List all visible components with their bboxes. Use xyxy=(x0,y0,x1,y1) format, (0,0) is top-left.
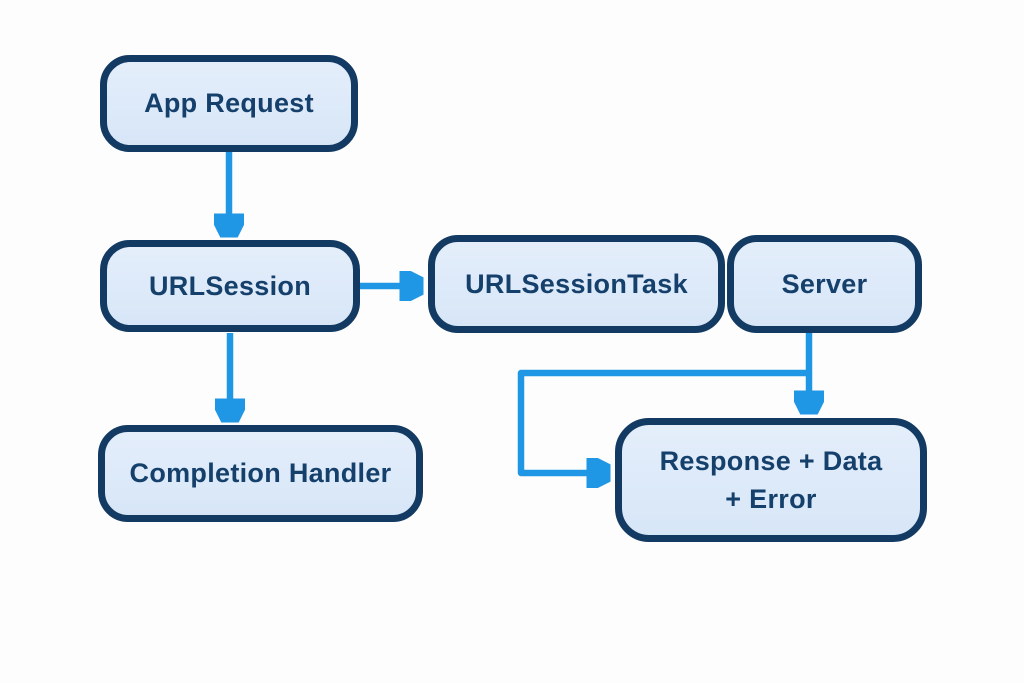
node-completion-handler: Completion Handler xyxy=(98,425,423,522)
node-label-line1: Response + Data xyxy=(659,446,883,476)
node-urlsessiontask: URLSessionTask xyxy=(428,235,725,333)
node-server: Server xyxy=(727,235,922,333)
node-urlsession: URLSession xyxy=(100,240,360,332)
node-label: App Request xyxy=(144,88,314,118)
node-label-line2: + Error xyxy=(725,484,817,514)
node-app-request: App Request xyxy=(100,55,358,152)
node-label: URLSessionTask xyxy=(465,268,688,299)
node-label: Completion Handler xyxy=(129,458,392,488)
node-label: URLSession xyxy=(148,270,312,301)
node-response-data-error: Response + Data + Error xyxy=(615,418,927,542)
node-label: Server xyxy=(781,268,868,299)
